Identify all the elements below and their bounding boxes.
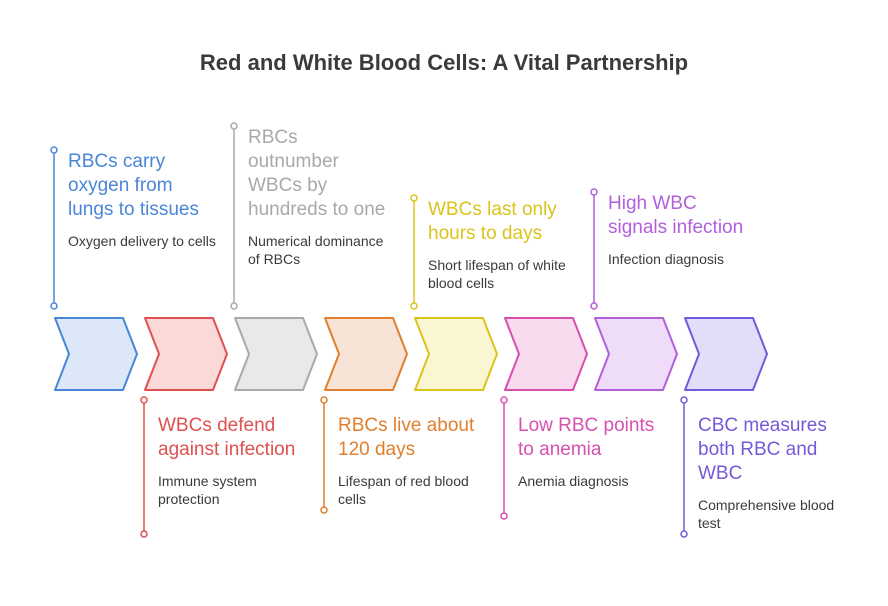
chevron-arrow bbox=[54, 317, 138, 391]
diagram-title: Red and White Blood Cells: A Vital Partn… bbox=[199, 50, 689, 75]
step-description: Numerical dominance of RBCs bbox=[248, 233, 384, 267]
connector-dot bbox=[590, 302, 598, 310]
chevron-arrow bbox=[684, 317, 768, 391]
connector-dot bbox=[320, 506, 328, 514]
step-description: Anemia diagnosis bbox=[518, 473, 629, 489]
step-description: Lifespan of red blood cells bbox=[338, 473, 469, 507]
step-description: Oxygen delivery to cells bbox=[68, 233, 216, 249]
step-5-wbc-lifespan: WBCs last only hours to days Short lifes… bbox=[428, 198, 578, 292]
chevron-arrow bbox=[144, 317, 228, 391]
step-2-wbc-defend: WBCs defend against infection Immune sys… bbox=[158, 414, 298, 508]
connector-dot bbox=[410, 194, 418, 202]
connector-dot bbox=[680, 396, 688, 404]
step-heading: WBCs last only hours to days bbox=[428, 199, 557, 244]
step-heading: High WBC signals infection bbox=[608, 193, 744, 238]
step-description: Infection diagnosis bbox=[608, 251, 724, 267]
connector-dot bbox=[500, 396, 508, 404]
connector-dot bbox=[680, 530, 688, 538]
connector-dot bbox=[140, 396, 148, 404]
chevron-arrow bbox=[234, 317, 318, 391]
connector-dot bbox=[50, 146, 58, 154]
connector-dot bbox=[50, 302, 58, 310]
step-heading: RBCs outnumber WBCs by hundreds to one bbox=[248, 127, 386, 220]
connector-dot bbox=[140, 530, 148, 538]
step-7-high-wbc: High WBC signals infection Infection dia… bbox=[608, 192, 748, 268]
step-description: Comprehensive blood test bbox=[698, 497, 835, 531]
step-heading: RBCs carry oxygen from lungs to tissues bbox=[68, 151, 199, 220]
step-heading: Low RBC points to anemia bbox=[518, 415, 655, 460]
chevron-arrow bbox=[414, 317, 498, 391]
step-heading: RBCs live about 120 days bbox=[338, 415, 475, 460]
step-description: Immune system protection bbox=[158, 473, 257, 507]
step-1-rbc-oxygen: RBCs carry oxygen from lungs to tissues … bbox=[68, 150, 218, 250]
step-4-rbc-lifespan: RBCs live about 120 days Lifespan of red… bbox=[338, 414, 488, 508]
connector-dot bbox=[320, 396, 328, 404]
connector-dot bbox=[590, 188, 598, 196]
step-3-rbc-outnumber: RBCs outnumber WBCs by hundreds to one N… bbox=[248, 126, 388, 268]
connector-dot bbox=[500, 512, 508, 520]
connector-dot bbox=[230, 302, 238, 310]
connector-dot bbox=[410, 302, 418, 310]
chevron-arrow bbox=[504, 317, 588, 391]
chevron-arrow bbox=[324, 317, 408, 391]
step-heading: WBCs defend against infection bbox=[158, 415, 296, 460]
step-description: Short lifespan of white blood cells bbox=[428, 257, 566, 291]
step-8-cbc: CBC measures both RBC and WBC Comprehens… bbox=[698, 414, 848, 532]
connector-dot bbox=[230, 122, 238, 130]
step-6-low-rbc: Low RBC points to anemia Anemia diagnosi… bbox=[518, 414, 658, 490]
step-heading: CBC measures both RBC and WBC bbox=[698, 415, 827, 484]
chevron-arrow bbox=[594, 317, 678, 391]
